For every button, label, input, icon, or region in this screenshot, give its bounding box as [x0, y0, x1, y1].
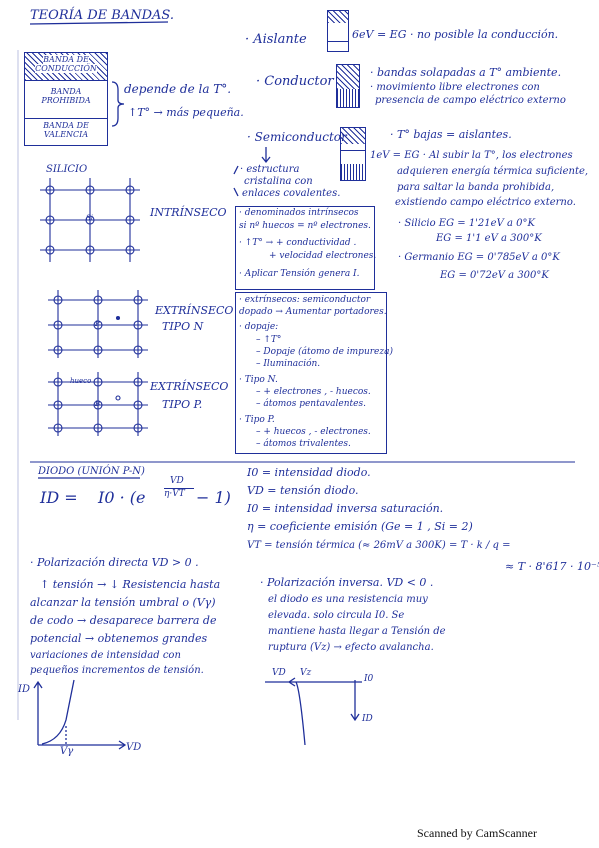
inversa-line1: · Polarización inversa. VD < 0 .: [260, 576, 434, 589]
germanio-line1: · Germanio EG = 0'785eV a 0°K: [398, 252, 560, 263]
directa-line4: de codo → desaparece barrera de: [30, 614, 217, 627]
diodo-def4: η = coeficiente emisión (Ge = 1 , Si = 2…: [247, 520, 473, 533]
diodo-title: DIODO (UNIÓN P-N): [38, 466, 145, 477]
inversa-line2: el diodo es una resistencia muy: [268, 594, 428, 605]
hueco-label: hueco: [70, 377, 92, 385]
directa-line6: variaciones de intensidad con: [30, 650, 181, 661]
aislante-label: · Aislante: [245, 32, 307, 47]
atom-si-intrinseco: Si: [86, 214, 94, 222]
inversa-line5: ruptura (Vz) → efecto avalancha.: [268, 642, 434, 653]
diodo-eq-end: − 1): [196, 488, 231, 507]
conductor-label: · Conductor: [256, 74, 334, 89]
graph-directa: [33, 679, 127, 750]
semiconductor-label: · Semiconductor: [247, 130, 347, 144]
extrinseco-p-label2: TIPO P.: [162, 398, 203, 411]
aislante-desc: 6eV = EG · no posible la conducción.: [352, 28, 559, 41]
band-prohibida: BANDA PROHIBIDA: [25, 81, 107, 119]
semiconductor-sub2: cristalina con: [244, 176, 313, 187]
diodo-eq-left: ID =: [40, 488, 78, 507]
semi-line4: para saltar la banda prohibida,: [397, 182, 555, 193]
atom-p: P: [95, 320, 100, 328]
diodo-eq-frac-line: [164, 488, 194, 489]
diodo-def3: I0 = intensidad inversa saturación.: [247, 502, 444, 515]
conductor-band-icon: [336, 64, 360, 108]
graph-directa-knee: Vγ: [60, 746, 74, 757]
directa-line3: alcanzar la tensión umbral o (Vγ): [30, 596, 216, 609]
band-conduccion: BANDA DE CONDUCCIÓN: [25, 53, 107, 81]
semiconductor-sub1: · estructura: [240, 164, 300, 175]
conductor-line2: · movimiento libre electrones con: [370, 82, 540, 93]
graph-directa-ylabel: ID: [18, 684, 30, 695]
extrinseco-n-label1: EXTRÍNSECO: [155, 304, 234, 317]
lattice-tipo-p: [48, 372, 148, 436]
diodo-def5: VT = tensión térmica (≈ 26mV a 300K) = T…: [247, 540, 511, 551]
directa-line7: pequeños incrementos de tensión.: [30, 665, 204, 676]
graph-inversa-i0: I0: [364, 674, 374, 684]
directa-line5: potencial → obtenemos grandes: [30, 632, 208, 645]
conductor-line3: presencia de campo eléctrico externo: [375, 95, 566, 106]
diodo-eq-exp-num: VD: [170, 476, 184, 486]
semiconductor-sub3: enlaces covalentes.: [242, 188, 341, 199]
scanner-footer: Scanned by CamScanner: [417, 826, 537, 840]
diodo-eq-mid: I0 · (e: [98, 488, 146, 507]
extrinseco-n-label2: TIPO N: [162, 320, 204, 333]
semi-line1: · T° bajas = aislantes.: [390, 128, 512, 141]
graph-inversa: [265, 677, 362, 746]
band-diagram: BANDA DE CONDUCCIÓN BANDA PROHIBIDA BAND…: [24, 52, 108, 146]
semi-line3: adquieren energía térmica suficiente,: [397, 166, 589, 177]
lattice-intrinseco: [40, 178, 140, 262]
band-valencia: BANDA DE VALENCIA: [43, 121, 89, 139]
box-extrinsecos: · extrínsecos: semiconductor dopado → Au…: [235, 292, 393, 454]
aislante-band-icon: [327, 10, 349, 52]
inversa-line3: elevada. solo circula I0. Se: [268, 610, 405, 621]
diodo-def6: ≈ T · 8'617 · 10⁻⁵: [505, 560, 599, 573]
page-title: TEORÍA DE BANDAS.: [30, 8, 175, 23]
temp-dep-line1: depende de la T°.: [124, 82, 232, 96]
temp-dep-line2: ↑T° → más pequeña.: [128, 106, 244, 119]
silicio-label: SILICIO: [46, 164, 88, 175]
graph-inversa-vd: VD: [272, 668, 286, 678]
silicio-line1: · Silicio EG = 1'21eV a 0°K: [398, 218, 535, 229]
diodo-def2: VD = tensión diodo.: [247, 484, 359, 497]
diodo-eq-exp-den: η·VT: [164, 489, 185, 499]
semi-line2: 1eV = EG · Al subir la T°, los electrone…: [370, 150, 573, 161]
semiconductor-band-icon: [340, 127, 366, 181]
conductor-line1: · bandas solapadas a T° ambiente.: [370, 66, 562, 79]
inversa-line4: mantiene hasta llegar a Tensión de: [268, 626, 446, 637]
graph-inversa-vz: Vz: [300, 668, 312, 678]
graph-directa-xlabel: VD: [126, 742, 142, 753]
box-intrinsecos: · denominados intrínsecos si nº huecos =…: [235, 206, 376, 290]
germanio-line2: EG = 0'72eV a 300°K: [440, 270, 549, 281]
graph-inversa-id: ID: [362, 714, 373, 724]
semi-line5: existiendo campo eléctrico externo.: [395, 197, 576, 208]
lattice-tipo-n: [48, 290, 148, 358]
atom-b: B: [95, 400, 101, 408]
silicio-line2: EG = 1'1 eV a 300°K: [436, 233, 542, 244]
diodo-def1: I0 = intensidad diodo.: [247, 466, 371, 479]
extrinseco-p-label1: EXTRÍNSECO: [150, 380, 229, 393]
directa-line2: ↑ tensión → ↓ Resistencia hasta: [40, 578, 221, 591]
directa-line1: · Polarización directa VD > 0 .: [30, 556, 199, 569]
intrinseco-label: INTRÍNSECO: [150, 206, 227, 219]
